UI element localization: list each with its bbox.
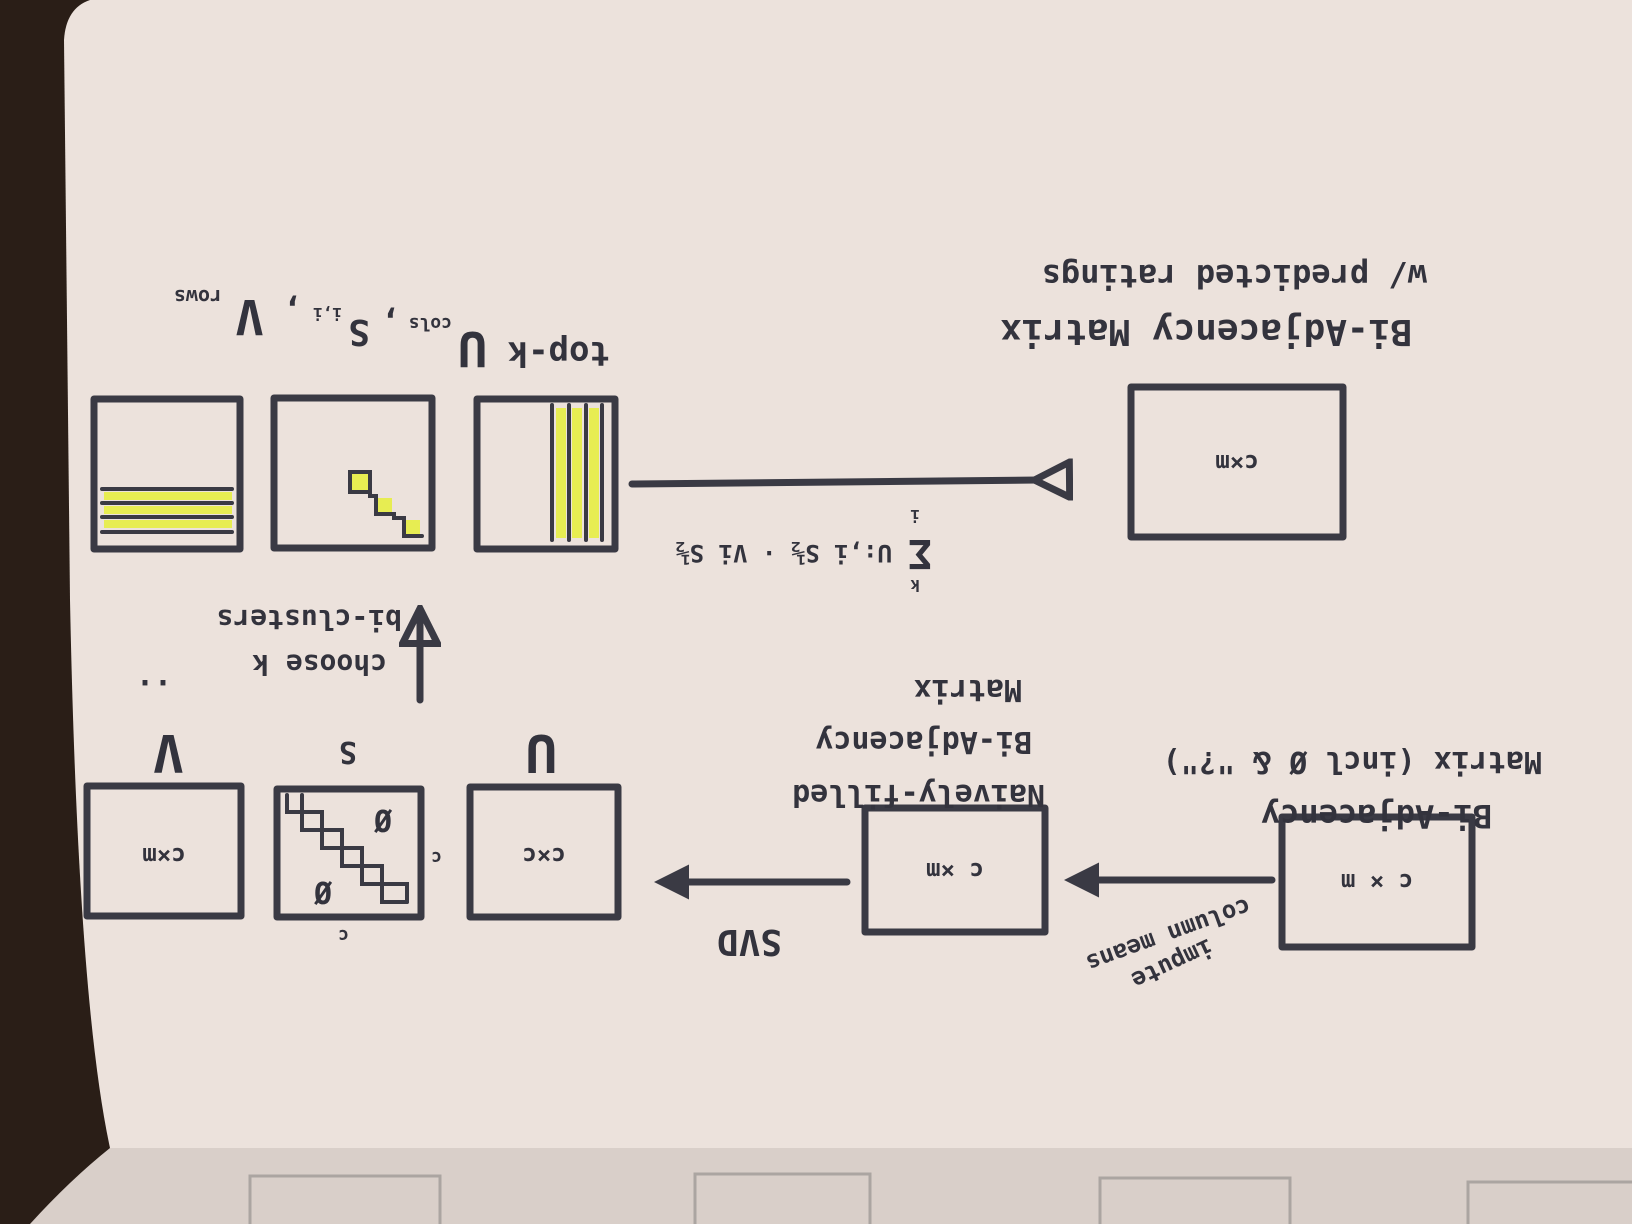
topk-comma-1: , [381,304,400,342]
original-title-1: Bi-Adjacency [1261,797,1492,835]
topk-u-highlight-2 [572,408,582,538]
original-matrix-box: c × m [1278,813,1476,951]
filled-matrix-box: c ×m [861,804,1049,936]
topk-s-letter: S [348,311,370,352]
notebook-page [64,0,1632,1148]
sum-upper: k [910,576,920,595]
s-zero-bottom: Ø [374,802,393,837]
s-top-c: c [338,925,349,946]
topk-s-highlight-1 [406,520,420,534]
topk-u-letter: U [458,320,487,376]
topk-u-box [473,395,619,553]
topk-s-box [270,394,436,552]
result-title-1: Bi-Adjacency Matrix [1000,311,1412,352]
topk-s-sub: i,i [313,304,342,323]
s-matrix-box: Ø Ø c c [273,785,442,946]
s-zero-top: Ø [314,874,333,909]
topk-v-highlight-3 [104,492,232,500]
original-title-2: Matrix (incl Ø & "?") [1163,744,1542,779]
svd-label: SVD [717,921,782,962]
filled-matrix-label: c ×m [926,857,984,885]
result-matrix-label: c×m [1215,449,1258,477]
topk-s-highlight-2 [378,498,392,512]
result-matrix-box: c×m [1127,383,1347,541]
topk-cols: cols [409,313,452,334]
diagram: c × m Bi-Adjacency Matrix (incl Ø & "?")… [83,257,1542,995]
v-dots: .. [136,672,172,707]
s-side-c: c [431,847,442,868]
naive-title-1: Naively-filled [792,777,1045,812]
next-page-edge [30,1148,1632,1224]
v-label: V [153,722,184,782]
sum-expression: U:,i S½ · Vi S½ [675,539,892,567]
topk-u-highlight-3 [556,408,566,538]
choose-label-1: choose k [252,648,387,681]
v-matrix-box: c×m [83,782,245,920]
sum-lower: i [910,506,920,525]
topk-rows: rows [174,285,222,309]
sum-symbol: Σ [908,530,932,576]
next-page-preview [248,1172,1632,1224]
choose-label-2: bi-clusters [217,603,402,636]
u-matrix-label: c×c [522,842,565,870]
u-label: U [526,722,557,782]
v-matrix-label: c×m [142,842,185,870]
topk-v-letter: V [235,288,264,344]
result-title-2: w/ predicted ratings [1042,257,1427,295]
naive-title-3: Matrix [914,672,1022,707]
naive-title-2: Bi-Adjacency [815,724,1032,759]
reconstruct-arrow [628,480,1038,484]
topk-u-highlight-1 [589,408,599,538]
u-matrix-box: c×c [466,783,622,921]
topk-comma-2: , [283,292,302,330]
topk-v-highlight-1 [104,520,232,528]
topk-label: top-k [508,333,610,373]
original-matrix-label: c × m [1341,868,1413,896]
topk-s-highlight-3 [352,474,368,490]
topk-v-highlight-2 [104,506,232,514]
topk-v-box [90,395,244,553]
s-label: S [339,734,357,769]
